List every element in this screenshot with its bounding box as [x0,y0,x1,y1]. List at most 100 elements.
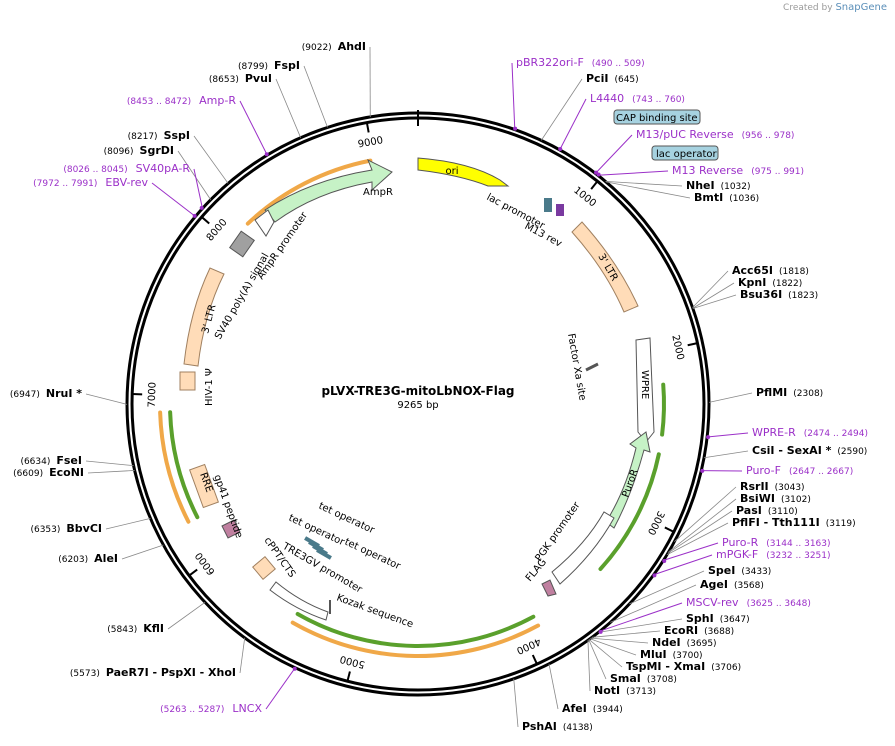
rre-feature[interactable] [189,463,219,509]
enzyme-site[interactable]: (5573)PaeR7I - PspXI - XhoI [70,666,236,679]
enzyme-position: (8096) [104,147,134,157]
snapgene-logo: SnapGene [835,2,887,13]
gp41-feature[interactable] [221,519,241,539]
enzyme-site[interactable]: (6353)BbvCI [30,522,102,535]
enzyme-site[interactable]: Acc65I(1818) [732,264,809,277]
enzyme-position: (6353) [30,525,60,535]
enzyme-site[interactable]: BsiWI(3102) [740,492,811,505]
hiv-psi-label: HIV-1 Ψ [204,368,215,406]
enzyme-site[interactable]: AgeI(3568) [700,578,764,591]
enzyme-site[interactable]: Bsu36I(1823) [740,288,818,301]
enzyme-site[interactable]: KpnI(1822) [738,276,802,289]
primer-site[interactable]: mPGK-F(3232 .. 3251) [716,548,831,561]
primer-site[interactable]: MSCV-rev(3625 .. 3648) [686,596,811,609]
primer-site[interactable]: Puro-F(2647 .. 2667) [746,464,853,477]
enzyme-site[interactable]: (8217)SspI [128,129,190,142]
ampr-promoter-feature[interactable] [254,209,275,237]
enzyme-site[interactable]: (8799)FspI [238,59,300,72]
primer-site[interactable]: pBR322ori-F(490 .. 509) [516,56,645,69]
enzyme-site[interactable]: NheI(1032) [686,179,751,192]
primer-mark [598,629,603,634]
primer-leader-line [265,667,296,710]
enzyme-site[interactable]: AfeI(3944) [562,702,623,715]
enzyme-position: (6203) [58,555,88,565]
enzyme-name: NotI [594,684,620,697]
ampr-feature[interactable] [264,158,393,223]
enzyme-position: (1032) [721,182,751,192]
enzyme-site[interactable]: NdeI(3695) [652,636,717,649]
enzyme-site[interactable]: MluI(3700) [640,648,703,661]
enzyme-leader-line [85,460,134,467]
primer-site[interactable]: M13 Reverse(975 .. 991) [672,164,804,177]
enzyme-position: (645) [614,75,638,85]
primer-position: (7972 .. 7991) [33,179,97,189]
enzyme-site[interactable]: SphI(3647) [686,612,750,625]
sv40-polya-feature[interactable] [229,230,255,258]
enzyme-site[interactable]: (6203)AleI [58,552,118,565]
enzyme-site[interactable]: SmaI(3708) [610,672,677,685]
enzyme-position: (8217) [128,132,158,142]
m13-rev-feature[interactable] [556,204,564,216]
enzyme-site[interactable]: (9022)AhdI [302,40,366,53]
primer-site[interactable]: (5263 .. 5287)LNCX [160,702,262,715]
cap-binding-site-box[interactable] [613,109,701,125]
wpre-feature[interactable] [635,337,655,443]
factor-xa-feature[interactable] [585,362,599,372]
enzyme-site[interactable]: (8096)SgrDI [104,144,174,157]
tre3gv-promoter-feature[interactable] [269,581,329,621]
enzyme-site[interactable]: (8653)PvuI [209,72,272,85]
enzyme-site[interactable]: (6947)NruI * [10,387,82,400]
lac-operator-box[interactable] [651,145,719,161]
ltr-right-feature[interactable] [571,221,639,313]
primer-site[interactable]: (8026 .. 8045)SV40pA-R [63,162,190,175]
enzyme-leader-line [85,393,128,405]
tick-label: 1000 [571,185,598,210]
enzyme-site[interactable]: PflFI - Tth111I(3119) [732,516,856,529]
enzyme-site[interactable]: (5843)KflI [107,622,164,635]
primer-name: L4440 [590,92,624,105]
enzyme-site[interactable]: TspMI - XmaI(3706) [626,660,741,673]
enzyme-site[interactable]: CsiI - SexAI *(2590) [752,444,867,457]
enzyme-site[interactable]: PflMI(2308) [756,386,823,399]
primer-site[interactable]: (8453 .. 8472)Amp-R [127,94,236,107]
enzyme-site[interactable]: PshAI(4138) [522,720,593,733]
primer-site[interactable]: (7972 .. 7991)EBV-rev [33,176,148,189]
tick-mark [365,122,370,133]
enzyme-position: (1036) [729,194,759,204]
enzyme-site[interactable]: NotI(3713) [594,684,656,697]
enzyme-site[interactable]: PasI(3110) [736,504,798,517]
enzyme-site[interactable]: (6609)EcoNI [13,466,84,479]
enzyme-site[interactable]: PciI(645) [586,72,639,85]
enzyme-position: (3708) [647,675,677,685]
primer-site[interactable]: WPRE-R(2474 .. 2494) [752,426,868,439]
primer-position: (956 .. 978) [742,131,795,141]
branding-prefix: Created by [783,3,833,13]
ltr-left-feature[interactable] [183,267,225,367]
enzyme-position: (3043) [775,483,805,493]
flag-feature[interactable] [541,579,557,597]
primer-site[interactable]: L4440(743 .. 760) [590,92,685,105]
primer-site[interactable]: M13/pUC Reverse(956 .. 978) [636,128,794,141]
enzyme-name: CsiI - SexAI * [752,444,832,457]
enzyme-leader-line [692,282,735,309]
puror-feature[interactable] [605,431,651,529]
enzyme-position: (5573) [70,669,100,679]
enzyme-leader-line [275,78,302,138]
lac-promoter-feature[interactable] [544,198,552,212]
hiv-psi-feature[interactable] [179,371,196,391]
cppt-feature[interactable] [252,556,276,580]
primer-site[interactable]: Puro-R(3144 .. 3163) [722,536,831,549]
translation-bottom [290,620,541,658]
enzyme-site[interactable]: BmtI(1036) [694,191,759,204]
enzyme-site[interactable]: (6634)FseI [20,454,82,467]
enzyme-name: SphI [686,612,714,625]
enzyme-leader-line [589,638,637,656]
lac-operator-label: lac operator [656,149,717,160]
tick-mark [531,654,538,665]
ori-feature[interactable] [417,157,510,187]
enzyme-site[interactable]: EcoRI(3688) [664,624,734,637]
enzyme-site[interactable]: RsrII(3043) [740,480,805,493]
enzyme-site[interactable]: SpeI(3433) [708,564,771,577]
pgk-promoter-feature[interactable] [551,511,615,585]
